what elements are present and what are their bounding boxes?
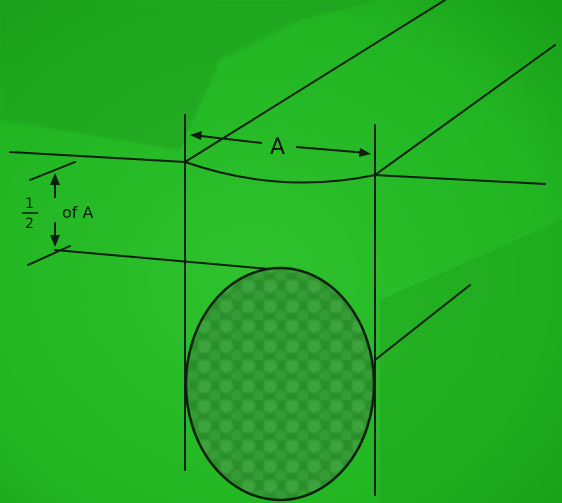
far-top-edge: [184, 0, 446, 163]
half-arrowhead-up: [50, 173, 60, 185]
a-arrowhead-left: [190, 131, 202, 140]
right-surface-line: [374, 174, 546, 185]
a-dimension-line-left: [191, 134, 263, 144]
opening-curve: [184, 161, 376, 184]
ball: [184, 266, 376, 502]
left-surface-line: [9, 151, 186, 163]
label-half-denominator: 2: [25, 216, 34, 232]
tick-bottom: [27, 245, 71, 266]
label-half-of-a: of A: [62, 203, 94, 222]
label-a: A: [270, 135, 285, 160]
label-half-numerator: 1: [25, 196, 34, 212]
a-dimension-line-right: [295, 146, 369, 154]
a-arrowhead-right: [359, 148, 371, 157]
right-shadow: [380, 220, 562, 503]
half-arrowhead-down: [50, 235, 60, 247]
right-interior-edge: [374, 284, 471, 361]
tick-top: [29, 161, 76, 181]
half-depth-line: [54, 249, 281, 271]
upper-shadow: [0, 0, 380, 150]
near-top-edge: [374, 44, 556, 176]
